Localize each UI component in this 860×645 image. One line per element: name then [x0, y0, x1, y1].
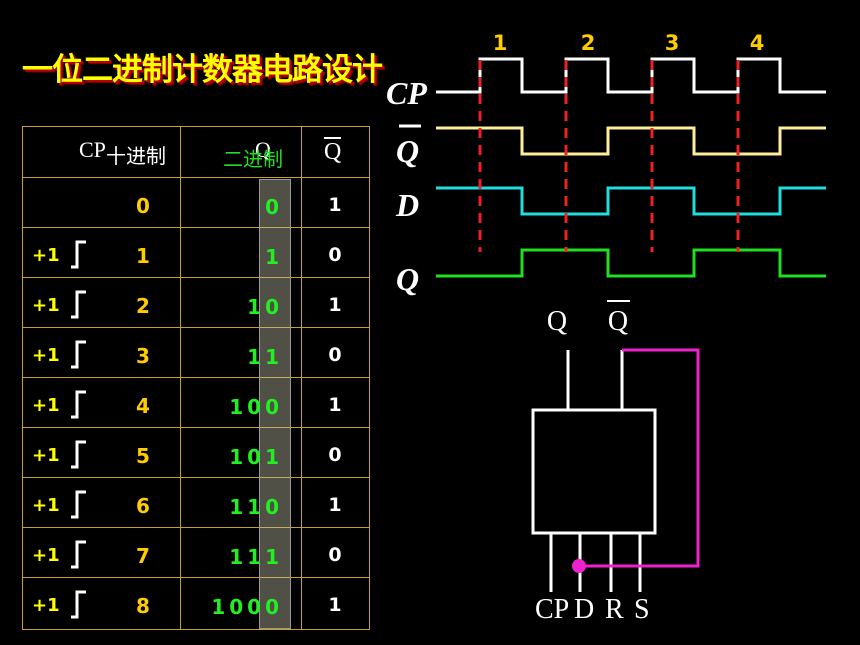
increment-label: +1: [32, 245, 60, 266]
rising-edge-icon: [71, 490, 86, 519]
table-divider: [23, 427, 369, 428]
increment-label: +1: [32, 495, 60, 516]
decimal-value: 3: [136, 344, 150, 368]
pin-label: Q: [608, 306, 628, 337]
binary-value: 11: [247, 345, 283, 369]
qbar-value: 1: [328, 294, 342, 316]
rising-edge-icon: [71, 440, 86, 469]
increment-label: +1: [32, 445, 60, 466]
table-row: +1 1 1 0: [23, 229, 369, 279]
pulse-number: 1: [493, 31, 508, 55]
decimal-value: 4: [136, 394, 150, 418]
table-row: +1 2 10 1: [23, 279, 369, 329]
header-decimal: 十进制: [106, 144, 166, 168]
waveform: [436, 126, 826, 156]
qbar-value: 0: [328, 244, 342, 266]
table-divider: [23, 377, 369, 378]
waveform: [436, 186, 826, 216]
pulse-number: 4: [750, 31, 765, 55]
decimal-value: 7: [136, 544, 150, 568]
rising-edge-icon: [71, 590, 86, 619]
binary-value: 100: [229, 395, 283, 419]
rising-edge-icon: [71, 240, 86, 269]
qbar-value: 1: [328, 494, 342, 516]
page-title: 一位二进制计数器电路设计: [22, 52, 383, 88]
binary-value: 10: [247, 295, 283, 319]
table-divider: [23, 327, 369, 328]
increment-label: +1: [32, 295, 60, 316]
junction-dot: [572, 559, 586, 573]
pin-label: R: [605, 594, 624, 625]
qbar-value: 0: [328, 444, 342, 466]
rising-edge-icon: [71, 540, 86, 569]
decimal-value: 1: [136, 244, 150, 268]
decimal-value: 0: [136, 194, 150, 218]
header-qbar: Q: [324, 137, 342, 165]
table-row: +1 5 101 0: [23, 429, 369, 479]
decimal-value: 2: [136, 294, 150, 318]
table-row: +1 3 11 0: [23, 329, 369, 379]
header-cp: CP: [79, 137, 106, 162]
qbar-value: 1: [328, 394, 342, 416]
table-row: 0 0 1: [23, 179, 369, 229]
decimal-value: 8: [136, 594, 150, 618]
signal-label: CP: [386, 75, 427, 111]
rising-edge-icon: [71, 390, 86, 419]
flipflop-box: [531, 408, 657, 535]
binary-value: 0: [265, 195, 283, 219]
q-column-highlight: [259, 179, 291, 629]
feedback-wire: [579, 348, 700, 568]
binary-value: 110: [229, 495, 283, 519]
pin-label: CP: [535, 594, 569, 625]
table-row: +1 7 111 0: [23, 529, 369, 579]
pin-label: Q: [547, 306, 567, 337]
signal-label: Q: [396, 261, 419, 297]
table-row: +1 6 110 1: [23, 479, 369, 529]
table-row: +1 8 1000 1: [23, 579, 369, 629]
table-divider: [23, 477, 369, 478]
rising-edge-icon: [71, 340, 86, 369]
binary-value: 1000: [211, 595, 283, 619]
header-q: Q: [255, 137, 271, 162]
table-divider: [23, 227, 369, 228]
decimal-value: 6: [136, 494, 150, 518]
pin-label: S: [634, 594, 650, 625]
signal-label: D: [395, 187, 419, 223]
table-divider: [23, 177, 369, 178]
qbar-value: 0: [328, 344, 342, 366]
pin-label: D: [574, 594, 594, 625]
table-divider: [180, 127, 181, 629]
header-binary: 二进制: [223, 147, 283, 171]
binary-value: 101: [229, 445, 283, 469]
increment-label: +1: [32, 595, 60, 616]
table-row: +1 4 100 1: [23, 379, 369, 429]
increment-label: +1: [32, 395, 60, 416]
qbar-value: 0: [328, 544, 342, 566]
signal-label: Q: [396, 133, 419, 169]
rising-edge-icon: [71, 290, 86, 319]
qbar-value: 1: [328, 194, 342, 216]
table-divider: [23, 527, 369, 528]
table-divider: [23, 577, 369, 578]
pulse-number: 3: [665, 31, 680, 55]
decimal-value: 5: [136, 444, 150, 468]
waveform: [436, 57, 826, 94]
pulse-number: 2: [581, 31, 596, 55]
binary-value: 111: [229, 545, 283, 569]
increment-label: +1: [32, 545, 60, 566]
waveform: [436, 248, 826, 278]
table-divider: [23, 277, 369, 278]
qbar-value: 1: [328, 594, 342, 616]
increment-label: +1: [32, 345, 60, 366]
binary-value: 1: [265, 245, 283, 269]
table-divider: [301, 127, 302, 629]
